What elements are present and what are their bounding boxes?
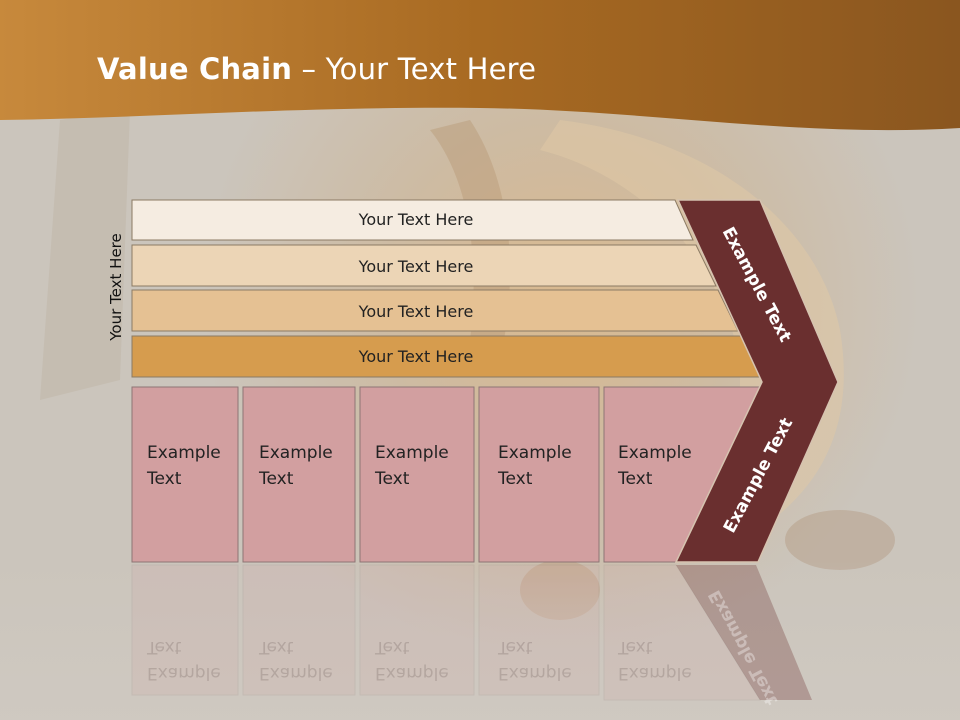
- box-2-label: Example Text: [259, 443, 333, 489]
- box-5-reflection: Example Text: [618, 637, 692, 683]
- slide-title-bold: Value Chain: [97, 52, 293, 86]
- box-4-shape: [478, 386, 600, 563]
- box-3-label: Example Text: [375, 443, 449, 489]
- bar-4-label: Your Text Here: [358, 347, 474, 366]
- box-3-shape: [359, 386, 475, 563]
- box-4-reflection: Example Text: [498, 637, 572, 683]
- bar-3-label: Your Text Here: [358, 302, 474, 321]
- box-2-shape: [242, 386, 356, 563]
- box-2-reflection: Example Text: [259, 637, 333, 683]
- slide-title-rest: – Your Text Here: [292, 52, 537, 86]
- chevron-shape: [674, 199, 839, 563]
- reflection: [131, 564, 761, 701]
- bar-2-label: Your Text Here: [358, 257, 474, 276]
- box-1-label: Example Text: [147, 443, 221, 489]
- box-1-shape: [131, 386, 239, 563]
- chevron-reflection: [676, 565, 812, 700]
- bar-1-shape: [131, 199, 694, 241]
- box-3-reflection: Example Text: [375, 637, 449, 683]
- slide-title: Value Chain – Your Text Here: [97, 52, 536, 86]
- box-1-reflection: Example Text: [147, 637, 221, 683]
- box-4-label: Example Text: [498, 443, 572, 489]
- bar-2-shape: [131, 244, 717, 287]
- bar-1-label: Your Text Here: [358, 210, 474, 229]
- box-5-label: Example Text: [618, 443, 692, 489]
